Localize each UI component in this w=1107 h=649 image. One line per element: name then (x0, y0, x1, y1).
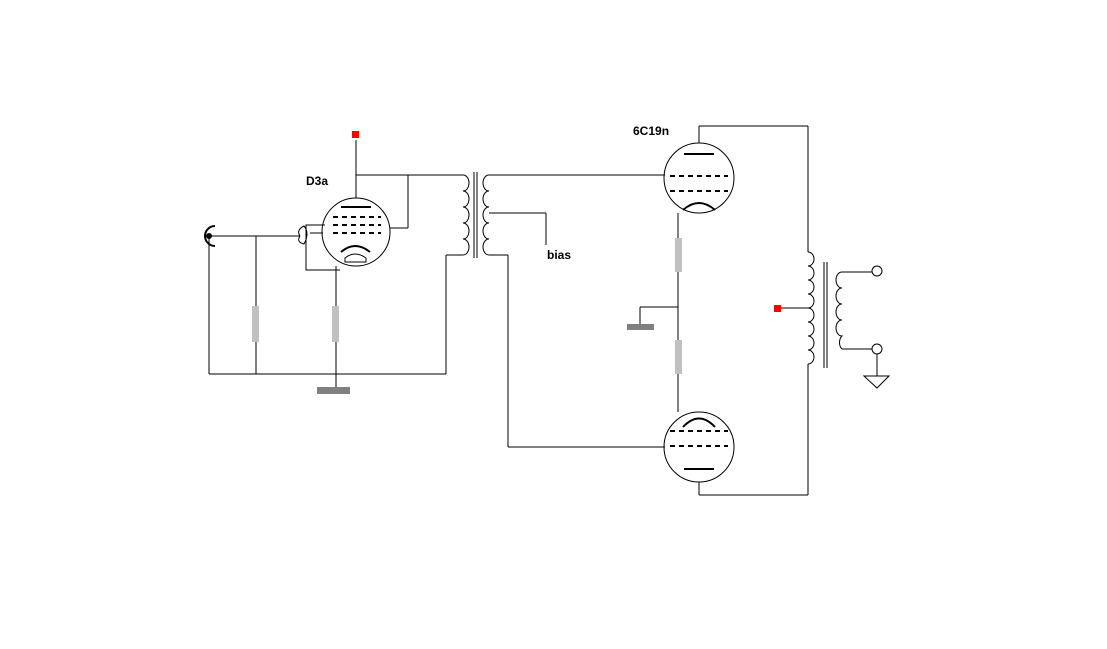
driver-tube-d3a (321, 197, 391, 267)
cathode-resistor-upper (675, 238, 682, 272)
input-stage (204, 225, 446, 375)
grid-resistor (252, 306, 259, 342)
b-plus-marker-icon (774, 305, 781, 312)
driver-tube-label: D3a (306, 174, 328, 188)
output-tube-upper (663, 142, 735, 214)
ground-symbol-icon (317, 387, 350, 394)
bias-label: bias (547, 248, 571, 262)
output-tube-label: 6C19n (633, 124, 669, 138)
ground-symbol-icon (862, 375, 891, 389)
ground-symbol-icon (627, 324, 654, 330)
cathode-resistor-lower (675, 340, 682, 374)
output-terminal-icon (871, 265, 883, 277)
output-transformer (807, 251, 872, 368)
output-tube-lower (663, 411, 735, 483)
b-plus-marker-icon (352, 131, 359, 138)
interstage-transformer (445, 172, 665, 448)
output-terminal-icon (871, 343, 883, 355)
cathode-resistor (332, 306, 339, 342)
